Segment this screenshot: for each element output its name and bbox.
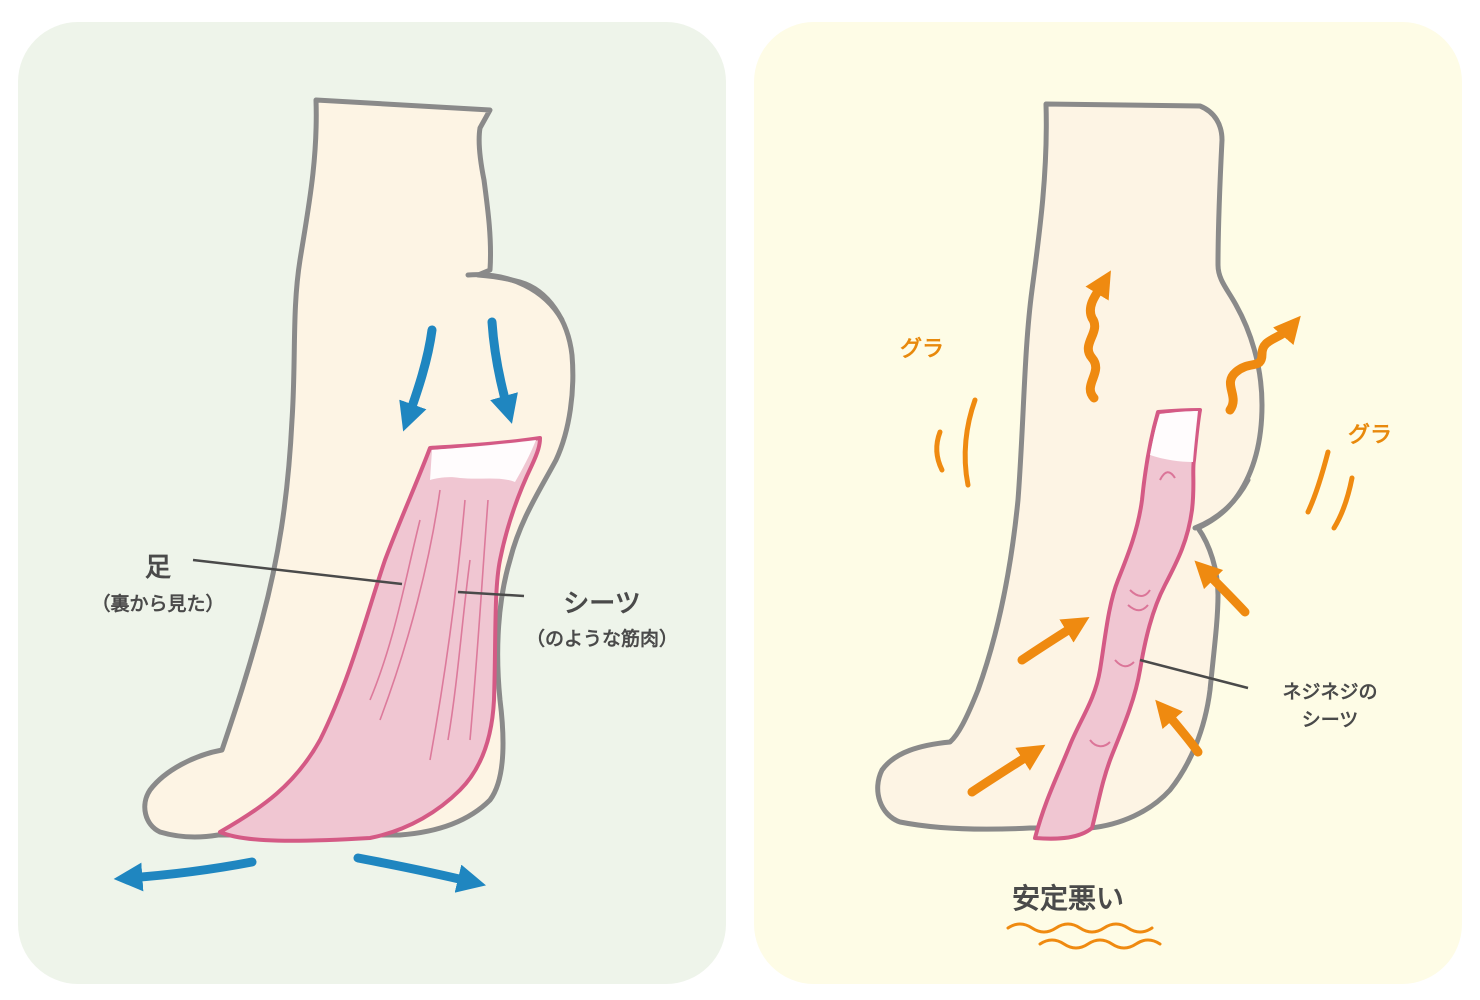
- sheet-label: シーツ: [563, 589, 640, 619]
- gura-label-left: グラ: [900, 336, 944, 362]
- unstable-label: 安定悪い: [1012, 882, 1124, 915]
- sheet-sublabel: （のような筋肉）: [526, 627, 678, 650]
- gura-label-right: グラ: [1348, 422, 1392, 448]
- foot-label: 足: [145, 553, 171, 583]
- twisted-label-line1: ネジネジの: [1282, 681, 1377, 703]
- left-panel: 足 （裏から見た） シーツ （のような筋肉）: [18, 22, 726, 984]
- twisted-label-line2: シーツ: [1302, 709, 1359, 731]
- foot-sublabel: （裏から見た）: [91, 592, 224, 615]
- right-panel: グラ グラ ネジネジの シーツ 安定悪い: [754, 22, 1462, 984]
